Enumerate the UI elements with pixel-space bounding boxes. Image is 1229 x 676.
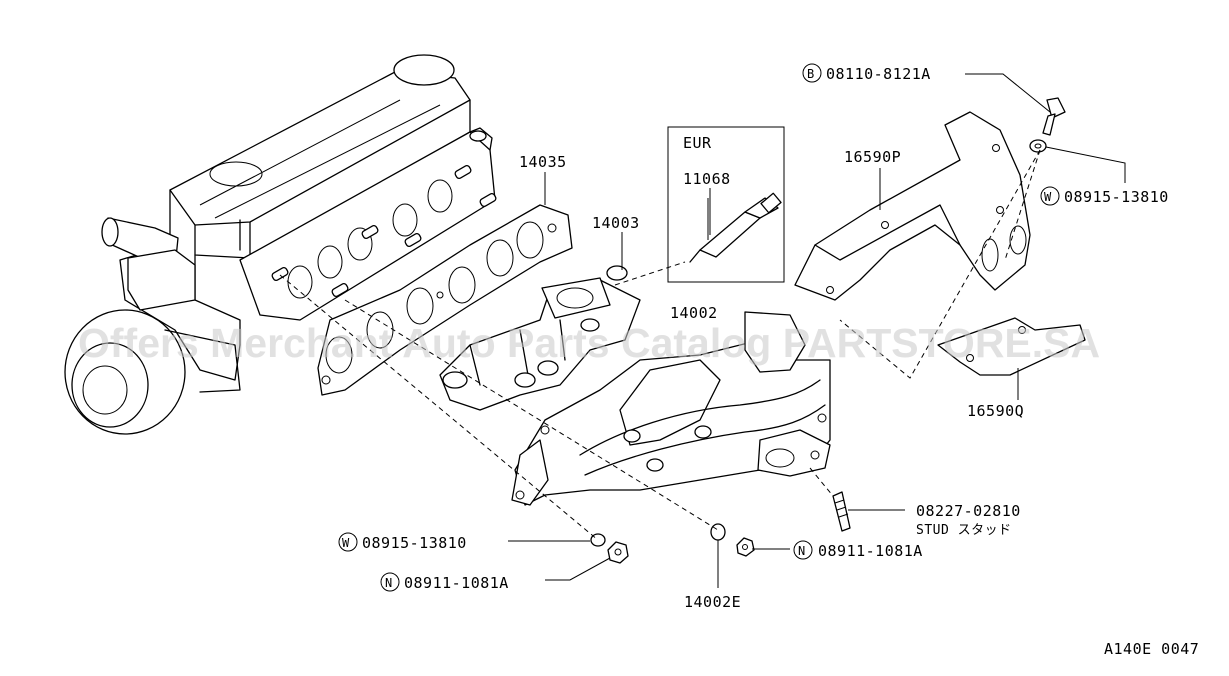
washer-right-prefix: W bbox=[1044, 190, 1052, 204]
leader-lines bbox=[508, 73, 1126, 588]
nut-08911-1081A-left bbox=[607, 541, 629, 564]
bolt-08110-8121A bbox=[1042, 97, 1066, 136]
watermark: Offers Merchant Auto Parts Catalog PARTS… bbox=[78, 320, 1100, 366]
label-08110-8121A: 08110-8121A bbox=[826, 65, 931, 83]
label-08911-1081A-left: 08911-1081A bbox=[404, 574, 509, 592]
nut-08911-1081A-right bbox=[736, 537, 755, 557]
label-14035: 14035 bbox=[519, 153, 567, 171]
heat-shield-16590P bbox=[794, 111, 1031, 301]
eur-label: EUR bbox=[683, 134, 712, 152]
bolt-prefix: B bbox=[807, 67, 815, 81]
figure-code: A140E 0047 bbox=[1104, 640, 1199, 658]
part-labels: 14035 14003 11068 14002 16590P 16590Q 14… bbox=[338, 63, 1169, 611]
nut-left-prefix-circle bbox=[380, 572, 400, 592]
manifold-14003 bbox=[439, 265, 641, 411]
eur-inset: EUR bbox=[667, 126, 785, 283]
gasket-14035 bbox=[317, 204, 573, 396]
nut-left-prefix: N bbox=[385, 576, 393, 590]
label-08227-02810: 08227-02810 bbox=[916, 502, 1021, 520]
washer-08915-13810-right bbox=[1029, 139, 1047, 153]
label-08915-13810-right: 08915-13810 bbox=[1064, 188, 1169, 206]
bolt-prefix-circle bbox=[802, 63, 822, 83]
label-08915-13810-left: 08915-13810 bbox=[362, 534, 467, 552]
label-14002E: 14002E bbox=[684, 593, 741, 611]
nut-right-prefix-circle bbox=[793, 540, 813, 560]
assembly-lines bbox=[279, 149, 1041, 541]
label-16590P: 16590P bbox=[844, 148, 901, 166]
stud-08227-02810 bbox=[832, 491, 851, 532]
washer-left-prefix: W bbox=[342, 536, 350, 550]
label-11068: 11068 bbox=[683, 170, 731, 188]
washer-right-prefix-circle bbox=[1040, 186, 1060, 206]
engine-block bbox=[64, 54, 497, 435]
label-08911-1081A-right: 08911-1081A bbox=[818, 542, 923, 560]
label-14003: 14003 bbox=[592, 214, 640, 232]
washer-left-prefix-circle bbox=[338, 532, 358, 552]
nut-right-prefix: N bbox=[798, 544, 806, 558]
label-14002: 14002 bbox=[670, 304, 718, 322]
manifold-14002 bbox=[511, 311, 831, 506]
label-16590Q: 16590Q bbox=[967, 402, 1024, 420]
heat-shield-16590Q bbox=[937, 317, 1086, 376]
stud-description: STUD スタッド bbox=[916, 523, 1012, 538]
